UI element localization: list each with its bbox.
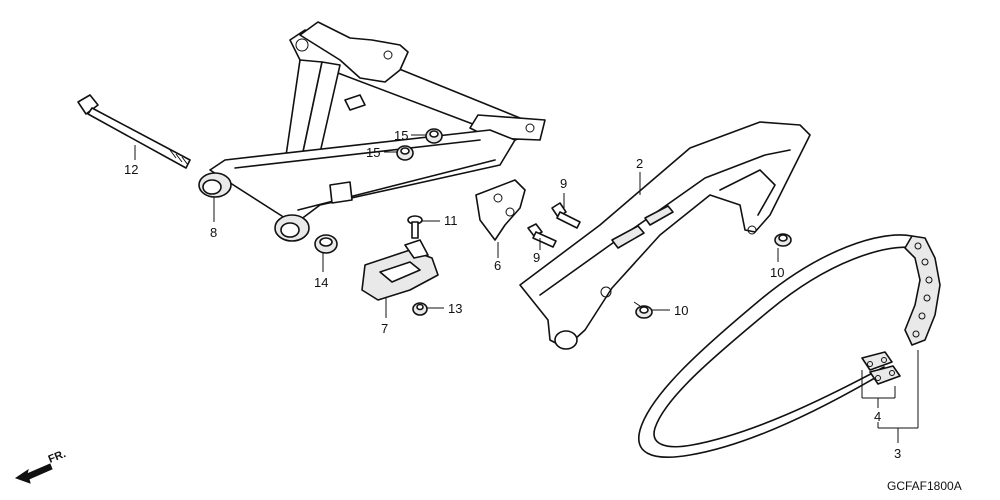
callout-9-upper: 9 (560, 176, 567, 191)
callout-15-lower: 15 (366, 145, 380, 160)
case-bolt-upper (551, 202, 581, 229)
chain-slider (361, 239, 439, 301)
case-bolt-lower (527, 223, 557, 248)
callout-10-right: 10 (770, 265, 784, 280)
callout-14: 14 (314, 275, 328, 290)
arrow-icon (14, 463, 53, 484)
callout-13: 13 (448, 301, 462, 316)
leader-lines (134, 134, 919, 443)
callout-11: 11 (444, 213, 458, 228)
pivot-nut (314, 234, 338, 254)
chain-case-bracket (475, 179, 526, 241)
callout-8: 8 (210, 225, 217, 240)
callout-6: 6 (494, 258, 501, 273)
slider-nut (412, 302, 428, 316)
case-bolt-bottom (633, 301, 653, 319)
callout-15-upper: 15 (394, 128, 408, 143)
callout-4: 4 (874, 409, 881, 424)
case-bolt-right (774, 233, 792, 247)
collar-lower (396, 145, 414, 161)
swing-arm (198, 21, 546, 242)
callout-3: 3 (894, 446, 901, 461)
callout-2: 2 (636, 156, 643, 171)
front-direction-indicator: FR. (14, 448, 68, 484)
pivot-bolt (77, 94, 191, 169)
chain-case (519, 121, 811, 350)
master-link (861, 351, 901, 385)
slider-bolt (407, 215, 423, 239)
callout-7: 7 (381, 321, 388, 336)
direction-label: FR. (47, 448, 68, 466)
diagram-code: GCFAF1800A (887, 479, 962, 493)
callout-9-lower: 9 (533, 250, 540, 265)
drive-chain (638, 234, 941, 458)
collar-upper (425, 128, 443, 144)
callout-12: 12 (124, 162, 138, 177)
callout-10-bottom: 10 (674, 303, 688, 318)
